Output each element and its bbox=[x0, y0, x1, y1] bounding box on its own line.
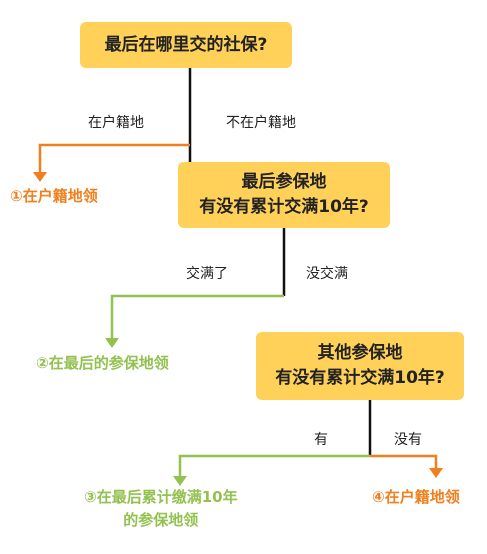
arrow-to-out2 bbox=[110, 294, 284, 342]
outcome-4: ④在户籍地领 bbox=[372, 488, 460, 506]
outcome-3: ③在最后累计缴满10年 的参保地领 bbox=[84, 488, 238, 529]
branch-label-paid-full: 交满了 bbox=[186, 266, 228, 282]
branch-label-yes: 有 bbox=[314, 432, 328, 448]
branch-label-not-in-hukou: 不在户籍地 bbox=[226, 115, 296, 131]
outcome-1: ①在户籍地领 bbox=[10, 187, 98, 205]
outcome-2: ②在最后的参保地领 bbox=[36, 354, 169, 372]
arrow-to-out4 bbox=[370, 454, 438, 472]
branch-label-no: 没有 bbox=[394, 432, 422, 448]
question-box-last-payment: 最后在哪里交的社保? bbox=[80, 22, 292, 68]
branch-label-in-hukou: 在户籍地 bbox=[88, 115, 144, 131]
arrow-to-out1 bbox=[38, 143, 190, 176]
question-text: 最后在哪里交的社保? bbox=[104, 34, 268, 55]
arrow-to-out3 bbox=[178, 454, 370, 480]
question-box-last-insured-place: 最后参保地 有没有累计交满10年? bbox=[178, 162, 390, 228]
question-box-other-insured-place: 其他参保地 有没有累计交满10年? bbox=[256, 332, 464, 400]
branch-label-not-paid-full: 没交满 bbox=[306, 266, 348, 282]
